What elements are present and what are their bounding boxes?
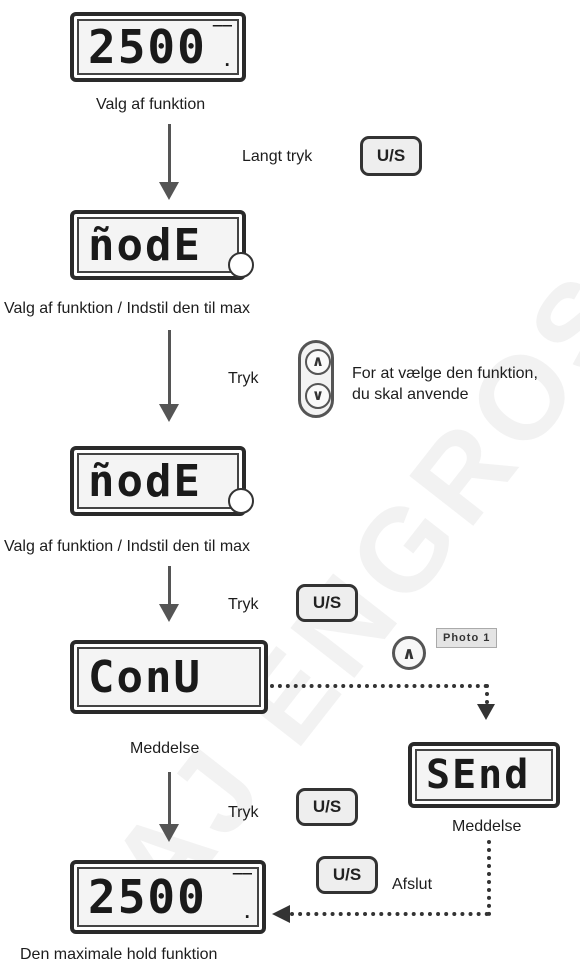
flow-arrow-3-head [159,604,179,622]
photo-tag: Photo 1 [436,628,498,648]
label-choose-line1: For at vælge den funktion, [352,365,538,382]
flow-arrow-3 [168,566,171,606]
us-button-1[interactable]: U/S [360,136,422,176]
dotted-connector-arrow [477,704,495,720]
label-tryk-2: Tryk [228,596,259,613]
label-valg-indstil-2: Valg af funktion / Indstil den til max [4,538,251,555]
dotted-return-arrow [272,905,290,923]
label-meddelelse-2: Meddelse [452,818,522,835]
us-button-4[interactable]: U/S [316,856,378,894]
label-langt-tryk: Langt tryk [242,148,313,165]
display-send: SEnd [408,742,560,808]
display-dots: . [242,903,252,922]
flow-arrow-4 [168,772,171,826]
down-arrow-icon[interactable]: ∨ [305,383,331,409]
display-circle-icon [228,488,254,514]
dotted-connector-right [270,684,488,688]
display-indicator: ‾‾ [212,22,232,41]
label-afslut: Afslut [392,876,433,893]
display-mode-2-text: ñodE [88,455,202,507]
dotted-connector-down [485,684,489,704]
display-mode-2: ñodE [70,446,246,516]
up-arrow-icon[interactable]: ∧ [305,349,331,375]
flow-arrow-1-head [159,182,179,200]
flow-arrow-1 [168,124,171,184]
display-conu: ConU [70,640,268,714]
us-button-2[interactable]: U/S [296,584,358,622]
display-dots: . [222,51,232,70]
label-tryk-3: Tryk [228,804,259,821]
label-bottom: Den maximale hold funktion [20,946,218,963]
flow-arrow-2-head [159,404,179,422]
label-valg-indstil-1: Valg af funktion / Indstil den til max [4,300,251,317]
display-send-text: SEnd [426,752,531,798]
flow-arrow-4-head [159,824,179,842]
up-button-icon[interactable]: ∧ [392,636,426,670]
up-down-buttons[interactable]: ∧ ∨ [298,340,334,418]
display-indicator: ‾‾ [232,870,252,889]
display-value-end-text: 2500 [88,870,207,924]
display-value-start-text: 2500 [88,20,207,74]
us-button-3[interactable]: U/S [296,788,358,826]
display-value-end: 2500 ‾‾ . [70,860,266,934]
display-value-start: 2500 ‾‾ . [70,12,246,82]
flow-arrow-2 [168,330,171,406]
display-mode-1: ñodE [70,210,246,280]
label-choose-line2: du skal anvende [352,386,469,403]
display-conu-text: ConU [88,651,202,703]
label-tryk-1: Tryk [228,370,259,387]
dotted-return-up [487,840,491,916]
label-meddelelse-1: Meddelse [130,740,200,757]
dotted-return-left [290,912,489,916]
display-mode-1-text: ñodE [88,219,202,271]
label-valg-af-funktion: Valg af funktion [96,96,206,113]
display-circle-icon [228,252,254,278]
